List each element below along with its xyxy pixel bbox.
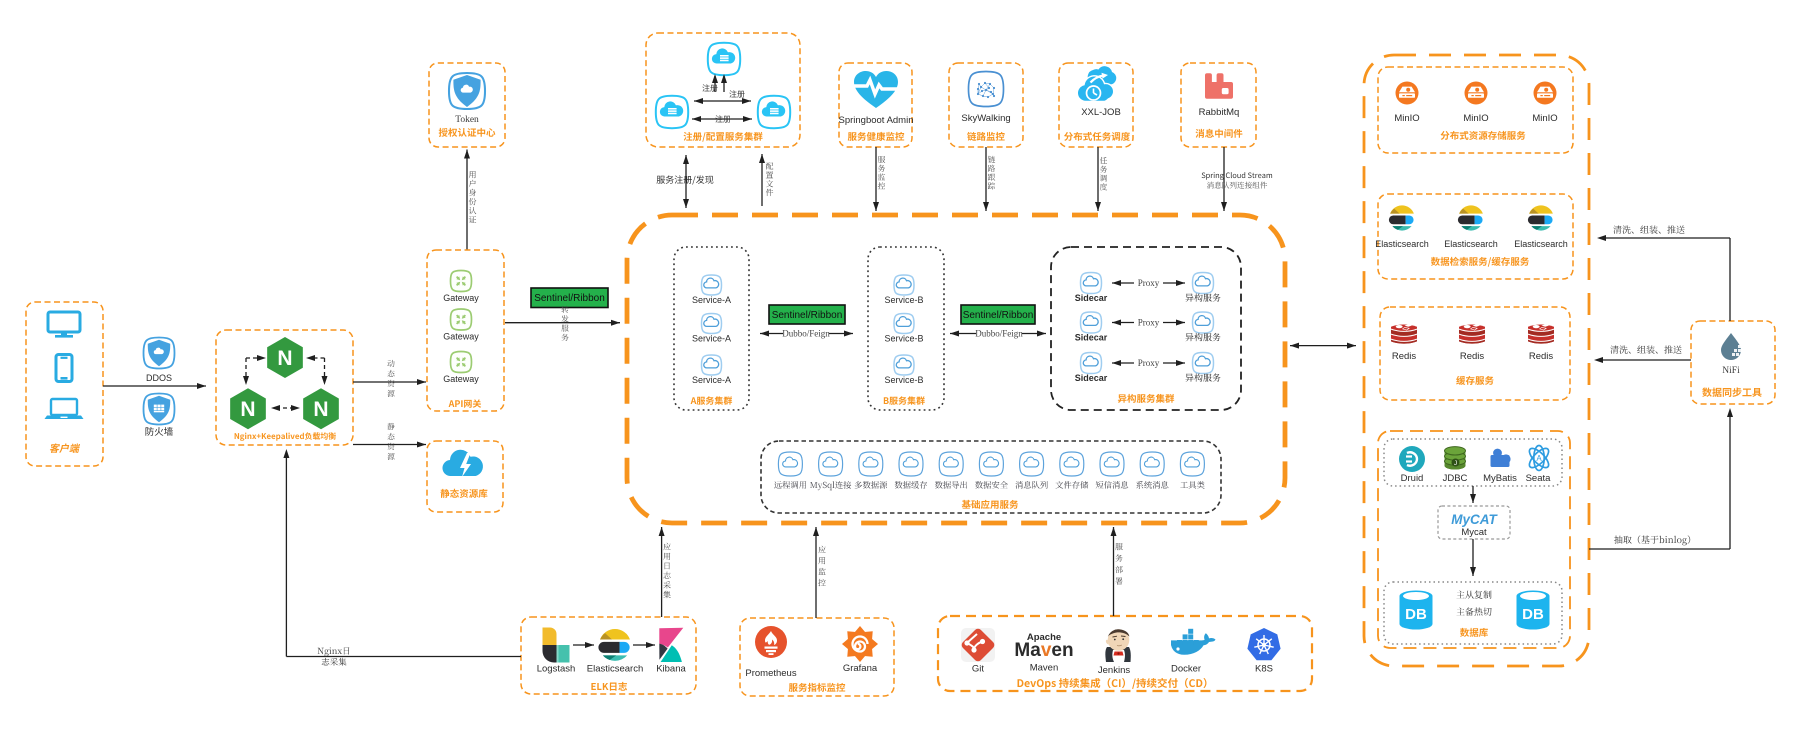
svg-text:Service-B: Service-B	[884, 375, 923, 385]
svg-text:Service-A: Service-A	[692, 334, 731, 344]
svg-text:Git: Git	[972, 664, 985, 675]
svg-text:Proxy: Proxy	[1138, 278, 1160, 288]
svg-text:Redis: Redis	[1392, 351, 1417, 362]
svg-text:Sentinel/Ribbon: Sentinel/Ribbon	[534, 293, 605, 304]
svg-text:Maven: Maven	[1030, 663, 1059, 674]
svg-text:MinIO: MinIO	[1394, 113, 1419, 124]
svg-text:DB: DB	[1522, 606, 1544, 623]
svg-text:MinIO: MinIO	[1532, 113, 1557, 124]
svg-text:Gateway: Gateway	[443, 332, 479, 342]
svg-text:Service-A: Service-A	[692, 295, 731, 305]
svg-text:N: N	[277, 347, 292, 370]
svg-text:DB: DB	[1405, 606, 1427, 623]
svg-text:Elasticsearch: Elasticsearch	[1375, 239, 1429, 249]
svg-text:Seata: Seata	[1526, 473, 1552, 484]
svg-text:SkyWalking: SkyWalking	[961, 113, 1010, 124]
svg-text:NiFi: NiFi	[1722, 366, 1740, 376]
svg-text:Token: Token	[455, 115, 479, 125]
svg-text:MinIO: MinIO	[1463, 113, 1488, 124]
svg-text:Springboot Admin: Springboot Admin	[839, 115, 914, 126]
svg-text:Elasticsearch: Elasticsearch	[1514, 239, 1568, 249]
svg-text:Proxy: Proxy	[1138, 358, 1160, 368]
svg-text:Service-B: Service-B	[884, 295, 923, 305]
svg-text:Sidecar: Sidecar	[1075, 373, 1108, 383]
svg-text:DDOS: DDOS	[146, 373, 172, 383]
svg-text:Service-B: Service-B	[884, 334, 923, 344]
svg-text:MyCAT: MyCAT	[1451, 512, 1498, 527]
svg-text:Prometheus: Prometheus	[745, 668, 796, 679]
svg-text:Maven: Maven	[1014, 640, 1073, 661]
svg-text:Docker: Docker	[1171, 664, 1201, 675]
svg-text:A: A	[1536, 454, 1542, 463]
svg-text:Proxy: Proxy	[1138, 317, 1160, 327]
svg-text:Grafana: Grafana	[843, 663, 878, 674]
svg-text:Gateway: Gateway	[443, 293, 479, 303]
svg-text:Mycat: Mycat	[1461, 527, 1487, 538]
svg-text:Sentinel/Ribbon: Sentinel/Ribbon	[772, 310, 843, 321]
svg-text:N: N	[240, 398, 255, 421]
svg-text:Redis: Redis	[1460, 351, 1485, 362]
svg-text:Sidecar: Sidecar	[1075, 333, 1108, 343]
svg-text:J: J	[1454, 460, 1457, 467]
svg-text:Dubbo/Feign: Dubbo/Feign	[975, 329, 1023, 339]
svg-text:Service-A: Service-A	[692, 375, 731, 385]
svg-text:K8S: K8S	[1255, 664, 1273, 675]
svg-text:RabbitMq: RabbitMq	[1199, 107, 1240, 118]
svg-text:Elasticsearch: Elasticsearch	[1444, 239, 1498, 249]
svg-text:N: N	[313, 398, 328, 421]
svg-text:Logstash: Logstash	[537, 664, 576, 675]
svg-text:Kibana: Kibana	[656, 664, 686, 675]
svg-text:Dubbo/Feign: Dubbo/Feign	[782, 329, 830, 339]
svg-text:MyBatis: MyBatis	[1483, 473, 1517, 484]
svg-text:Apache: Apache	[1027, 632, 1061, 643]
svg-text:Elasticsearch: Elasticsearch	[587, 664, 644, 675]
svg-text:Sidecar: Sidecar	[1075, 293, 1108, 303]
svg-text:Jenkins: Jenkins	[1098, 665, 1130, 676]
svg-text:Redis: Redis	[1529, 351, 1554, 362]
svg-text:Sentinel/Ribbon: Sentinel/Ribbon	[963, 310, 1034, 321]
svg-text:XXL-JOB: XXL-JOB	[1081, 107, 1121, 118]
svg-text:Gateway: Gateway	[443, 374, 479, 384]
svg-text:JDBC: JDBC	[1443, 473, 1468, 484]
svg-text:Druid: Druid	[1401, 473, 1424, 484]
